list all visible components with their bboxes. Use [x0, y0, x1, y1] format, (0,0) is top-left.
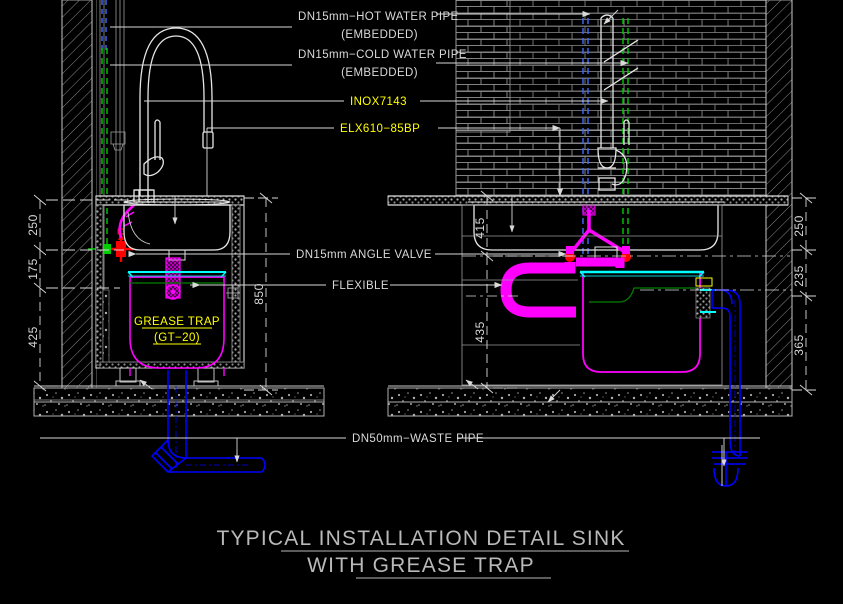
drawing-title: TYPICAL INSTALLATION DETAIL SINK WITH GR… — [216, 527, 629, 579]
title-line-1: TYPICAL INSTALLATION DETAIL SINK — [216, 527, 625, 550]
label-flexible: FLEXIBLE — [332, 280, 389, 292]
right-floor-slab — [387, 385, 793, 417]
left-waste-pipe — [150, 370, 266, 474]
right-faucet — [597, 14, 639, 191]
left-floor-slab — [33, 385, 325, 417]
right-brick-wall — [455, 0, 767, 201]
label-waste-pipe: DN50mm−WASTE PIPE — [352, 433, 484, 445]
label-cold-water-pipe-sub: (EMBEDDED) — [341, 67, 418, 79]
left-grease-trap — [129, 257, 225, 376]
grease-trap-tag-line1: GREASE TRAP — [134, 316, 220, 328]
grease-trap-tag: GREASE TRAP (GT−20) — [134, 316, 220, 345]
dim-250r-label: 250 — [792, 215, 806, 237]
label-angle-valve: DN15mm ANGLE VALVE — [296, 249, 432, 261]
dim-175-label: 175 — [26, 258, 40, 280]
hot-water-pipe-right — [622, 18, 629, 260]
leader-lines — [40, 9, 760, 467]
title-line-2: WITH GREASE TRAP — [307, 554, 535, 577]
left-faucet — [133, 27, 214, 203]
dim-425-label: 425 — [26, 326, 40, 348]
label-sink-model: ELX610−85BP — [340, 123, 420, 135]
label-hot-water-pipe: DN15mm−HOT WATER PIPE — [298, 11, 459, 23]
right-water-level — [579, 270, 705, 278]
left-section-view: 250 175 425 850 GREASE TRAP (GT−20) — [26, 0, 325, 474]
flexible-hose-left — [118, 205, 134, 239]
label-hot-water-pipe-sub: (EMBEDDED) — [341, 29, 418, 41]
left-pipe-chase — [99, 0, 126, 290]
label-faucet-model: INOX7143 — [350, 96, 407, 108]
right-trap-bend — [500, 257, 625, 318]
right-elevation-view: 415 435 250 235 365 — [387, 0, 818, 487]
right-dimension-lines — [480, 190, 818, 396]
grease-trap-tag-line2: (GT−20) — [154, 332, 200, 344]
left-dimension-lines — [33, 192, 278, 396]
dim-415-label: 415 — [473, 217, 487, 239]
label-cold-water-pipe: DN15mm−COLD WATER PIPE — [298, 49, 467, 61]
dim-365-label: 365 — [792, 334, 806, 356]
right-countertop — [387, 195, 789, 206]
dim-435-label: 435 — [473, 321, 487, 343]
left-water-level — [127, 271, 227, 278]
dim-850-label: 850 — [252, 283, 266, 305]
dim-235-label: 235 — [792, 265, 806, 287]
annotation-labels: DN15mm−HOT WATER PIPE (EMBEDDED) DN15mm−… — [296, 11, 484, 445]
right-cabinet-outline — [461, 204, 723, 386]
dim-250-label: 250 — [26, 214, 40, 236]
